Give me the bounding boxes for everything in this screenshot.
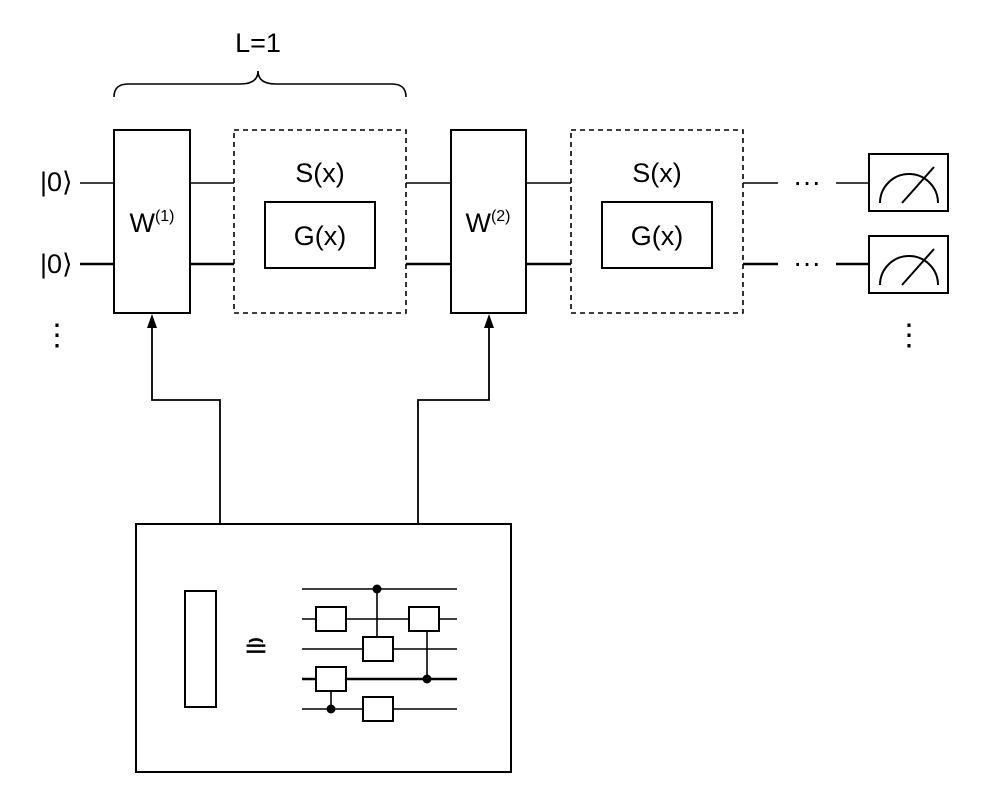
g2-label: G(x) <box>631 221 683 251</box>
connector-to-w1 <box>147 314 220 524</box>
generic-block <box>185 591 216 707</box>
g1-label: G(x) <box>294 221 346 251</box>
equivalence-symbol: ≘ <box>243 632 268 665</box>
wire-1-ellipsis: ··· <box>793 166 821 197</box>
input-state-1: |0⟩ <box>40 167 73 197</box>
right-vertical-ellipsis: ⋮ <box>894 319 924 352</box>
connector-to-w2 <box>418 314 494 524</box>
meter-icon <box>869 154 948 211</box>
layer-brace <box>114 71 406 97</box>
layer-label: L=1 <box>235 28 281 58</box>
wire-2-ellipsis: ··· <box>793 247 821 278</box>
meter-icon <box>869 236 948 293</box>
s1-label: S(x) <box>295 158 345 188</box>
s2-label: S(x) <box>632 158 682 188</box>
left-vertical-ellipsis: ⋮ <box>42 319 72 352</box>
input-state-2: |0⟩ <box>40 249 73 279</box>
